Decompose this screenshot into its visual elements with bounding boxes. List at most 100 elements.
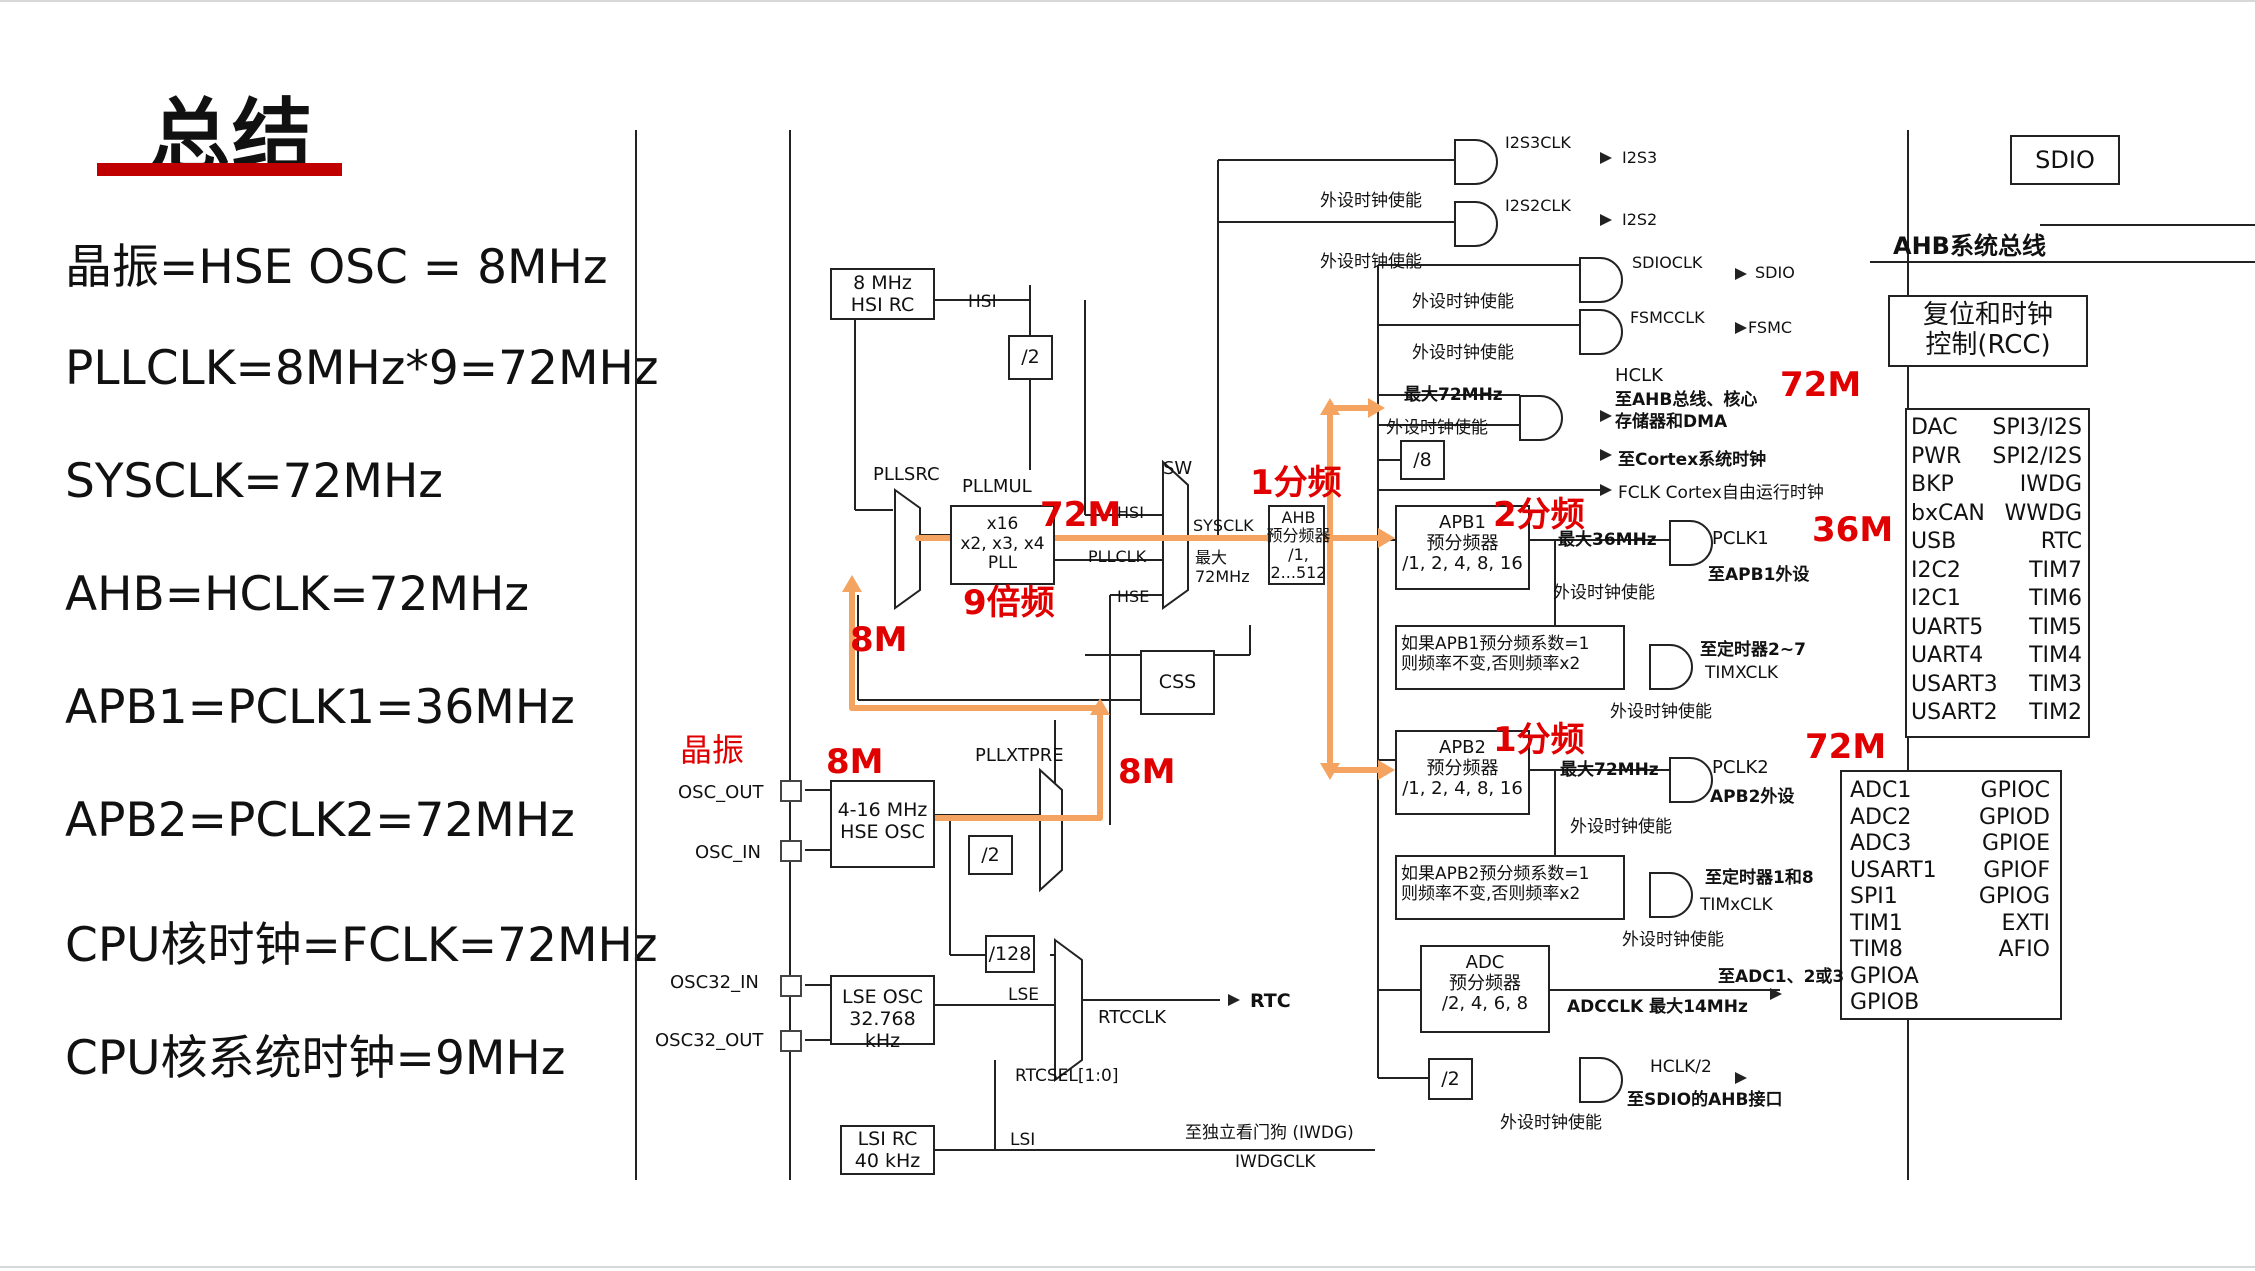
apb2-prescaler-label: APB2 预分频器 /1, 2, 4, 8, 16 (1402, 737, 1523, 800)
i2s3clk-label: I2S3CLK (1505, 133, 1571, 152)
sdio-label: SDIO (2035, 146, 2095, 174)
iwdgclk-label: IWDGCLK (1235, 1152, 1316, 1172)
osc-out-label: OSC_OUT (678, 782, 764, 803)
sw-hse-label: HSE (1117, 587, 1150, 606)
hse-osc-box: 4-16 MHz HSE OSC (830, 780, 935, 868)
timxclk-label: TIMXCLK (1705, 663, 1778, 683)
apb1-peripheral-item: TIM2 (2029, 700, 2082, 725)
css-label: CSS (1158, 671, 1197, 693)
i2s2-label: I2S2 (1622, 210, 1658, 229)
rtcsel-label: RTCSEL[1:0] (1015, 1066, 1119, 1086)
apb1-peripheral-item: SPI2/I2S (1992, 443, 2082, 469)
ahb-prescaler-label: AHB 预分频器 /1, 2...512 (1266, 508, 1331, 583)
hclk-max-label: 最大72MHz (1404, 385, 1503, 405)
osc32-in-pin (780, 975, 802, 997)
apb1-peripheral-item: RTC (2040, 529, 2082, 554)
annotation-pclk2-72m: 72M (1805, 727, 1887, 767)
apb2-peripheral-item: GPIOC (1980, 778, 2050, 803)
apb2-peripheral-item: GPIOF (1983, 857, 2050, 883)
apb2-timer-note: 如果APB2预分频系数=1 则频率不变,否则频率x2 (1401, 864, 1590, 904)
lse-osc-label: LSE OSC 32.768 kHz (842, 986, 923, 1052)
apb2-peripheral-item: GPIOA (1850, 963, 1919, 989)
div2-top-box: /2 (1008, 335, 1053, 380)
periph-en-7: 外设时钟使能 (1610, 702, 1712, 722)
periph-en-3: 外设时钟使能 (1412, 292, 1514, 312)
lsi-rc-label: LSI RC 40 kHz (854, 1128, 921, 1172)
apb1-peripheral-item: IWDG (2019, 472, 2082, 497)
div128-box: /128 (985, 935, 1035, 973)
apb1-prescaler-box: APB1 预分频器 /1, 2, 4, 8, 16 (1395, 505, 1530, 590)
rtc-label: RTC (1250, 990, 1291, 1012)
apb1-peripheral-item: PWR (1911, 443, 1962, 469)
sdio-out-label: SDIO (1755, 263, 1795, 282)
hse-osc-label: 4-16 MHz HSE OSC (837, 799, 928, 843)
apb1-peripheral-item: I2C2 (1911, 557, 1961, 583)
div2-bottom-box: /2 (1428, 1058, 1473, 1100)
annotation-apb2-div1: 1分频 (1493, 720, 1585, 760)
summary-pllclk: PLLCLK=8MHz*9=72MHz (65, 341, 659, 396)
fclk-label: FCLK Cortex自由运行时钟 (1618, 483, 1824, 503)
apb1-peripheral-item: USART3 (1911, 671, 1998, 697)
annotation-hse-8m: 8M (826, 742, 884, 782)
summary-cpu-core: CPU核时钟=FCLK=72MHz (65, 918, 658, 973)
tim18-label: 至定时器1和8 (1705, 868, 1814, 888)
hsi-label: HSI (968, 292, 997, 312)
hclk-label: HCLK (1615, 365, 1663, 386)
apb2-peripheral-item: ADC3 (1850, 831, 1912, 856)
css-box: CSS (1140, 650, 1215, 715)
lse-osc-box: LSE OSC 32.768 kHz (830, 975, 935, 1052)
div8-label: /8 (1413, 449, 1432, 471)
apb1-peripheral-item: UART5 (1911, 614, 1984, 640)
annotation-sys-72m: 72M (1040, 495, 1122, 535)
apb2-peripheral-item: GPIOD (1978, 804, 2050, 830)
div2-hse-box: /2 (968, 835, 1013, 875)
periph-en-5: 外设时钟使能 (1386, 418, 1488, 438)
annotation-apb1-div2: 2分频 (1493, 495, 1585, 535)
osc-in-pin (780, 840, 802, 862)
sw-label: SW (1163, 458, 1193, 479)
hsi-rc-box: 8 MHz HSI RC (830, 268, 935, 320)
tim27-label: 至定时器2~7 (1700, 640, 1806, 660)
apb2-peripheral-item: AFIO (1998, 937, 2050, 962)
pclk1-to-label: 至APB1外设 (1708, 565, 1810, 585)
apb2-peripheral-item: ADC1 (1850, 778, 1912, 803)
adc-to-label: 至ADC1、2或3 (1718, 967, 1845, 987)
rtcclk-label: RTCCLK (1098, 1007, 1167, 1028)
apb2-peripheral-item: SPI1 (1850, 884, 1898, 909)
bottom-border (0, 1266, 2255, 1268)
annotation-ahb-div1: 1分频 (1250, 463, 1342, 503)
hclk-to-label: 至AHB总线、核心 (1615, 390, 1758, 410)
apb1-peripheral-item: DAC (1911, 415, 1958, 440)
timxclk2-label: TIMxCLK (1700, 895, 1773, 915)
sdio-ahb-label: 至SDIO的AHB接口 (1627, 1090, 1783, 1110)
summary-hse: 晶振=HSE OSC = 8MHz (65, 240, 608, 295)
i2s2clk-label: I2S2CLK (1505, 196, 1571, 215)
iwdg-to-label: 至独立看门狗 (IWDG) (1185, 1123, 1354, 1143)
apb1-peripheral-item: TIM6 (2029, 586, 2082, 611)
apb1-peripheral-item: USB (1911, 529, 1957, 554)
apb1-peripheral-item: TIM3 (2029, 671, 2082, 697)
summary-apb1: APB1=PCLK1=36MHz (65, 680, 575, 735)
lsi-label: LSI (1010, 1130, 1036, 1150)
apb1-peripheral-item: BKP (1911, 472, 1954, 497)
div128-label: /128 (988, 943, 1032, 965)
annotation-hclk-72m: 72M (1780, 365, 1862, 405)
periph-en-2: 外设时钟使能 (1320, 252, 1422, 272)
div8-box: /8 (1400, 440, 1445, 480)
apb2-peripheral-item: GPIOB (1850, 990, 1920, 1015)
adc-prescaler-box: ADC 预分频器 /2, 4, 6, 8 (1420, 945, 1550, 1033)
apb1-max-label: 最大36MHz (1558, 530, 1657, 550)
sysclk-max-label: 最大 72MHz (1195, 548, 1250, 587)
rcc-label: 复位和时钟 控制(RCC) (1922, 300, 2053, 360)
periph-en-8: 外设时钟使能 (1570, 817, 1672, 837)
apb1-peripheral-item: TIM5 (2029, 614, 2082, 640)
sdio-box: SDIO (2010, 135, 2120, 185)
div2-bottom-label: /2 (1441, 1068, 1460, 1090)
apb1-peripheral-item: USART2 (1911, 700, 1998, 725)
adcclk-label: ADCCLK 最大14MHz (1567, 997, 1748, 1017)
sdioclk-label: SDIOCLK (1632, 253, 1703, 272)
osc32-in-label: OSC32_IN (670, 972, 759, 993)
apb1-timer-note-box: 如果APB1预分频系数=1 则频率不变,否则频率x2 (1395, 625, 1625, 690)
